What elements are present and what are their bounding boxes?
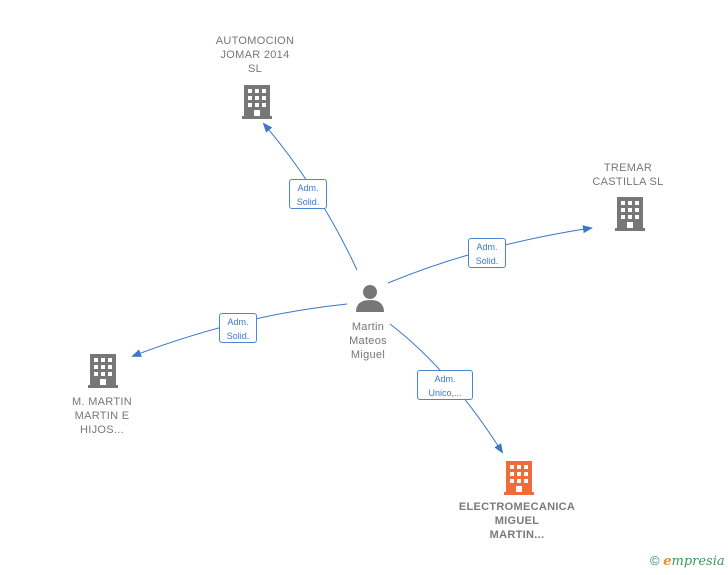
company-label-tremar[interactable]: TREMAR CASTILLA SL xyxy=(592,162,664,188)
relation-role: Adm. xyxy=(434,374,456,384)
company-label-electromecanica[interactable]: ELECTROMECANICA MIGUEL MARTIN... xyxy=(458,501,576,541)
relation-badge-electromecanica[interactable]: Adm. Unico,... xyxy=(417,370,473,400)
brand-footer[interactable]: © empresia xyxy=(650,553,725,569)
person-icon xyxy=(356,285,384,312)
copyright-icon: © xyxy=(650,553,660,568)
relation-role: Adm. xyxy=(297,183,319,193)
company-label-automocion[interactable]: AUTOMOCION JOMAR 2014 SL xyxy=(215,35,295,75)
relation-type: Solid. xyxy=(226,331,250,341)
brand-logo: empresia xyxy=(663,554,725,569)
company-label-mmartin[interactable]: M. MARTIN MARTIN E HIJOS... xyxy=(72,396,132,436)
relation-type: Solid. xyxy=(296,197,320,207)
relation-badge-mmartin[interactable]: Adm. Solid. xyxy=(219,313,257,343)
person-label[interactable]: Martin Mateos Miguel xyxy=(349,321,387,361)
relation-role: Adm. xyxy=(476,242,498,252)
relation-type: Solid. xyxy=(475,256,499,266)
building-icon xyxy=(504,461,534,495)
building-icon xyxy=(615,197,645,231)
building-icon xyxy=(88,354,118,388)
relation-badge-tremar[interactable]: Adm. Solid. xyxy=(468,238,506,268)
relation-badge-automocion[interactable]: Adm. Solid. xyxy=(289,179,327,209)
building-icon xyxy=(242,85,272,119)
relation-role: Adm. xyxy=(227,317,249,327)
relation-type: Unico,... xyxy=(428,388,462,398)
